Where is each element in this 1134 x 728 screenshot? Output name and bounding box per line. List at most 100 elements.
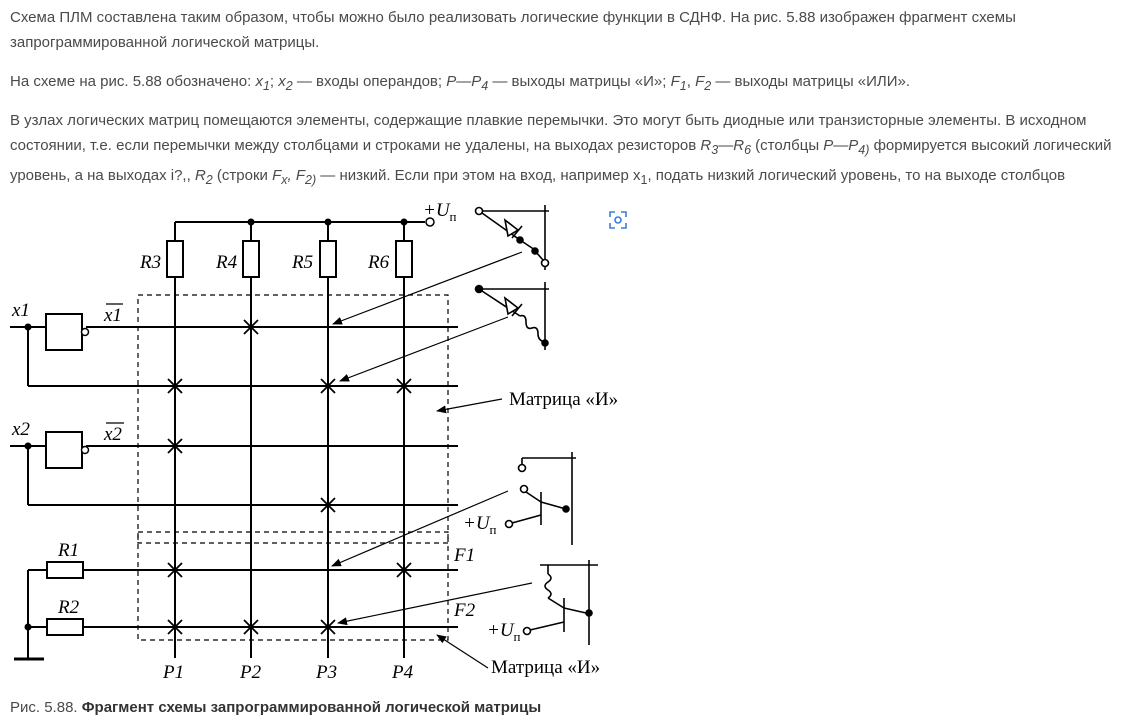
- p3-r2: R: [194, 167, 206, 184]
- fuse-cross: [243, 619, 259, 635]
- paragraph-notation: На схеме на рис. 5.88 обозначено: x1; x2…: [10, 69, 1120, 99]
- p3-r-sub1: 3: [711, 143, 719, 157]
- p3-text-a: В узлах логических матриц помещаются эле…: [10, 112, 1087, 154]
- fuse-cross: [396, 378, 412, 394]
- arrow-bottom-label: [436, 634, 489, 669]
- caption-prefix: Рис. 5.88.: [10, 699, 82, 716]
- label-p3: P3: [315, 662, 337, 683]
- p3-pp-sub: 4): [858, 143, 870, 157]
- label-not-x2: x2: [103, 424, 122, 445]
- fuse-cross: [167, 438, 183, 454]
- arrow-and-label: [436, 398, 503, 414]
- p2-x2-sub: 2: [285, 79, 293, 93]
- p3-text-g: , подать низкий логический уровень, то н…: [647, 167, 1066, 184]
- p2-f1: F: [670, 73, 680, 90]
- diode-fuse-detail-1: [474, 205, 550, 270]
- fuse-cross: [320, 378, 336, 394]
- label-input-x1: x1: [11, 300, 30, 321]
- p2-text-d: — выходы матрицы «ИЛИ».: [711, 73, 911, 90]
- resistor-r1: [46, 561, 84, 579]
- label-r6: R6: [367, 252, 390, 273]
- label-f1: F1: [453, 545, 475, 566]
- p2-x2: x: [278, 73, 286, 90]
- expand-image-icon[interactable]: [608, 210, 628, 230]
- fuse-cross: [243, 319, 259, 335]
- arrow-transistor-fuse-2: [337, 582, 533, 626]
- supply-label: +Uп: [423, 200, 457, 224]
- p3-pp: P—P: [823, 137, 859, 154]
- resistor-r2: [46, 618, 84, 636]
- p3-text-f: — низкий. Если при этом на вход, наприме…: [316, 167, 641, 184]
- supply-label-transistor-1: +Uп: [463, 513, 497, 537]
- p2-x1: x: [255, 73, 263, 90]
- bottom-matrix-label: Матрица «И»: [491, 657, 600, 678]
- label-r5: R5: [291, 252, 313, 273]
- caption-title: Фрагмент схемы запрограммированной логич…: [81, 699, 542, 716]
- p3-r2-sub: 2: [205, 173, 213, 187]
- fuse-cross: [320, 497, 336, 513]
- p2-text-b: — входы операндов;: [292, 73, 447, 90]
- label-f2: F2: [453, 600, 476, 621]
- arrow-diode-fuse-1: [332, 251, 523, 325]
- p2-f2-sub: 2: [704, 79, 712, 93]
- fuse-crosses: [167, 319, 412, 635]
- paragraph-fuses: В узлах логических матриц помещаются эле…: [10, 108, 1120, 193]
- p3-r-sub2: 6: [744, 143, 752, 157]
- p2-p-sub: 4: [481, 79, 489, 93]
- p2-f1-sub: 1: [679, 79, 687, 93]
- p3-r-dash: —R: [718, 137, 745, 154]
- junction-dot: [400, 218, 408, 226]
- p2-x1-sub: 1: [262, 79, 270, 93]
- junction-dot: [24, 323, 32, 331]
- transistor-fuse-detail-2: [522, 560, 598, 645]
- p3-text-b: (столбцы: [751, 137, 824, 154]
- label-r1: R1: [57, 540, 79, 561]
- p3-x-sub: 1: [640, 173, 648, 187]
- label-r3: R3: [139, 252, 161, 273]
- p2-text-a: На схеме на рис. 5.88 обозначено:: [10, 73, 256, 90]
- transistor-fuse-detail-1: [504, 452, 576, 545]
- p2-sep2: ,: [686, 73, 696, 90]
- p2-p: P—P: [446, 73, 482, 90]
- label-p4: P4: [391, 662, 414, 683]
- p3-text-e: ,: [287, 167, 296, 184]
- p3-fx: F: [272, 167, 282, 184]
- p2-sep1: ;: [269, 73, 279, 90]
- resistor-r3: [166, 240, 184, 278]
- label-p2: P2: [239, 662, 262, 683]
- and-matrix-outline: [137, 294, 449, 544]
- p3-text-d: (строки: [212, 167, 273, 184]
- fuse-cross: [396, 562, 412, 578]
- fuse-cross: [167, 378, 183, 394]
- p3-fx-sub: x: [281, 173, 288, 187]
- arrow-transistor-fuse-1: [331, 490, 509, 567]
- label-r4: R4: [215, 252, 238, 273]
- junction-dot: [247, 218, 255, 226]
- inverter-x1: [45, 313, 83, 351]
- p3-f2: F: [295, 167, 305, 184]
- arrow-diode-fuse-2: [339, 316, 509, 382]
- label-p1: P1: [162, 662, 184, 683]
- inverter-x1-bubble: [80, 327, 90, 337]
- inverter-x2: [45, 431, 83, 469]
- fuse-cross: [167, 562, 183, 578]
- resistor-r4: [242, 240, 260, 278]
- supply-label-transistor-2: +Uп: [487, 620, 521, 644]
- fuse-cross: [320, 619, 336, 635]
- figure-caption: Рис. 5.88. Фрагмент схемы запрограммиров…: [10, 697, 541, 719]
- fuse-cross: [167, 619, 183, 635]
- junction-dot: [324, 218, 332, 226]
- label-not-x1: x1: [103, 305, 122, 326]
- or-matrix-outline: [137, 531, 449, 641]
- resistor-r5: [319, 240, 337, 278]
- p3-r: R: [700, 137, 712, 154]
- inverter-x2-bubble: [80, 445, 90, 455]
- diode-fuse-detail-2: [474, 282, 549, 350]
- resistor-r6: [395, 240, 413, 278]
- and-matrix-label: Матрица «И»: [509, 389, 618, 410]
- junction-dot: [24, 442, 32, 450]
- junction-dot: [24, 623, 32, 631]
- paragraph-intro: Схема ПЛМ составлена таким образом, чтоб…: [10, 9, 1016, 51]
- p3-f2-sub: 2): [305, 173, 317, 187]
